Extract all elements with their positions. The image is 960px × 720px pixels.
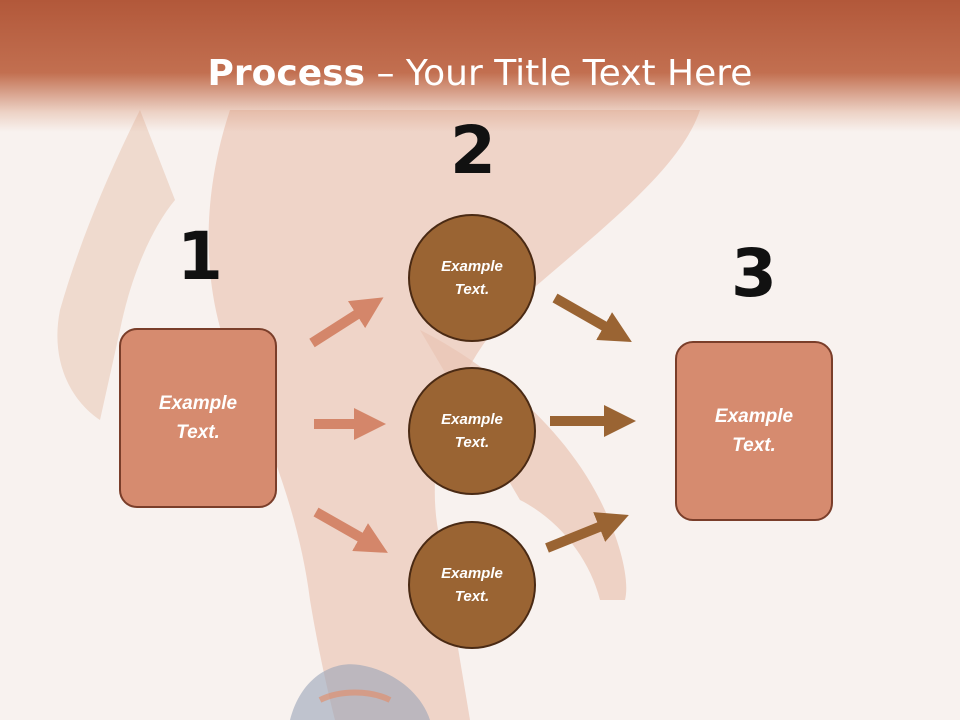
circle-3-text: Example Text.: [441, 565, 503, 605]
left-box-text: Example Text.: [158, 393, 238, 443]
arrow-to-circle-1: [309, 297, 384, 348]
title-bold: Process: [207, 53, 366, 94]
arrow-from-circle-1: [552, 293, 632, 342]
title-band: [0, 0, 960, 132]
circle-1: Example Text.: [408, 214, 536, 342]
page-title: Process – Your Title Text Here: [0, 52, 960, 96]
arrow-to-circle-3: [313, 507, 388, 553]
right-box-text: Example Text.: [714, 406, 794, 456]
step-number-1: 1: [177, 218, 223, 295]
left-box: Example Text.: [119, 328, 277, 508]
right-box: Example Text.: [675, 341, 833, 521]
arrow-from-circle-3: [545, 512, 629, 553]
title-rest: – Your Title Text Here: [365, 53, 753, 94]
circle-2-text: Example Text.: [441, 411, 503, 451]
circle-3: Example Text.: [408, 521, 536, 649]
step-number-3: 3: [731, 235, 777, 312]
circle-2: Example Text.: [408, 367, 536, 495]
step-number-2: 2: [450, 112, 496, 189]
circle-1-text: Example Text.: [441, 258, 503, 298]
